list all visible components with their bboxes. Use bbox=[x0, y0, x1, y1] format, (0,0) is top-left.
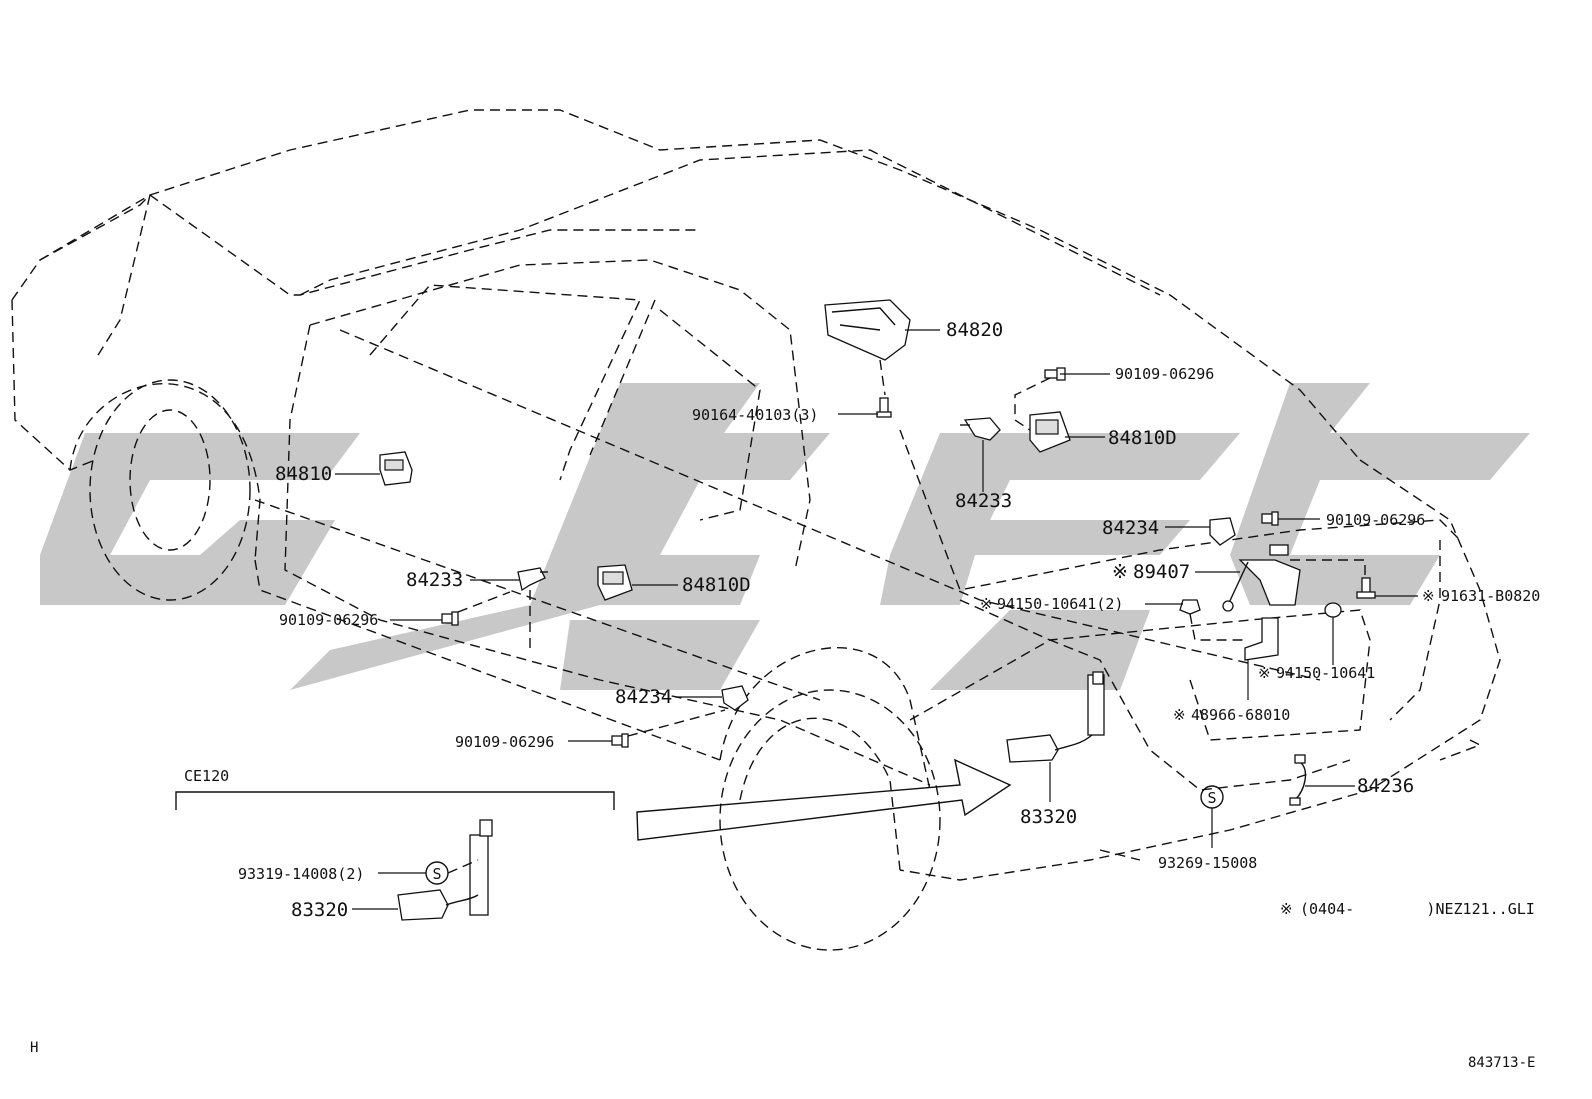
standard-symbol-b-label: S bbox=[432, 865, 441, 883]
nut-94150-b-icon bbox=[1324, 602, 1342, 618]
label-91631-B0820: 91631-B0820 bbox=[1441, 587, 1540, 605]
label-90109-06296-c: 90109-06296 bbox=[279, 611, 378, 629]
switch-84810D-a-icon bbox=[1029, 411, 1071, 453]
label-90109-06296-b: 90109-06296 bbox=[1326, 511, 1425, 529]
label-84233-b: 84233 bbox=[406, 569, 463, 591]
label-84810D-b: 84810D bbox=[682, 574, 751, 596]
unit-83320-a-icon bbox=[1006, 671, 1105, 763]
corner-letter: H bbox=[30, 1040, 38, 1056]
sensor-84233-a-icon bbox=[960, 417, 1001, 441]
label-93269-15008: 93269-15008 bbox=[1158, 854, 1257, 872]
label-84234-a: 84234 bbox=[1102, 517, 1159, 539]
switch-84810-icon bbox=[379, 451, 413, 486]
parts bbox=[379, 299, 1376, 921]
leader-lines bbox=[175, 329, 1418, 910]
mark-94150-b: ※ bbox=[1258, 664, 1271, 682]
pointer-arrow bbox=[636, 758, 1012, 841]
label-84236: 84236 bbox=[1357, 775, 1414, 797]
sensor-84233-b-icon bbox=[517, 567, 548, 592]
label-90109-06296-a: 90109-06296 bbox=[1115, 365, 1214, 383]
bolt-90109-b-icon bbox=[1261, 511, 1279, 526]
label-93319-14008: 93319-14008(2) bbox=[238, 865, 364, 883]
label-84820: 84820 bbox=[946, 319, 1003, 341]
label-94150-10641: 94150-10641 bbox=[1276, 664, 1375, 682]
bolt-90109-d-icon bbox=[611, 733, 629, 748]
mark-91631: ※ bbox=[1422, 587, 1435, 605]
switch-84820-icon bbox=[824, 299, 911, 361]
label-84234-b: 84234 bbox=[615, 686, 672, 708]
drawing-number: 843713-E bbox=[1468, 1055, 1535, 1071]
label-89407: 89407 bbox=[1133, 561, 1190, 583]
nut-94150-a-icon bbox=[1179, 599, 1201, 615]
standard-part-symbols: S S bbox=[425, 785, 1224, 885]
sensor-84236-icon bbox=[1289, 754, 1307, 806]
label-84233-a: 84233 bbox=[955, 490, 1012, 512]
label-84810: 84810 bbox=[275, 463, 332, 485]
unit-83320-b-icon bbox=[397, 819, 493, 921]
sensor-89407-icon bbox=[1222, 544, 1301, 612]
label-84810D-a: 84810D bbox=[1108, 427, 1177, 449]
standard-symbol-a-label: S bbox=[1207, 789, 1216, 807]
watermark-logo bbox=[40, 383, 1530, 690]
car-outline bbox=[11, 109, 1501, 951]
label-90164-40103: 90164-40103(3) bbox=[692, 406, 818, 424]
mark-48966: ※ bbox=[1173, 706, 1186, 724]
grommet-84234-b-icon bbox=[721, 685, 749, 711]
screw-90164-icon bbox=[876, 397, 892, 418]
bolt-90109-c-icon bbox=[441, 611, 459, 626]
label-48966-68010: 48966-68010 bbox=[1191, 706, 1290, 724]
label-90109-06296-d: 90109-06296 bbox=[455, 733, 554, 751]
label-83320-b: 83320 bbox=[291, 899, 348, 921]
applicability-note: (0404- )NEZ121..GLI bbox=[1300, 900, 1535, 918]
part-labels: 84820 90164-40103(3) 90109-06296 84810D … bbox=[30, 319, 1540, 1071]
label-94150-10641-2: 94150-10641(2) bbox=[997, 595, 1123, 613]
label-ce120: CE120 bbox=[184, 767, 229, 785]
bolt-91631-icon bbox=[1356, 577, 1376, 599]
grommet-84234-a-icon bbox=[1209, 517, 1236, 546]
mark-note: ※ bbox=[1280, 900, 1293, 918]
bracket-48966-icon bbox=[1244, 617, 1279, 661]
mark-94150-a: ※ bbox=[980, 595, 993, 613]
mark-89407: ※ bbox=[1112, 561, 1128, 583]
switch-84810D-b-icon bbox=[597, 564, 633, 601]
label-83320-a: 83320 bbox=[1020, 806, 1077, 828]
